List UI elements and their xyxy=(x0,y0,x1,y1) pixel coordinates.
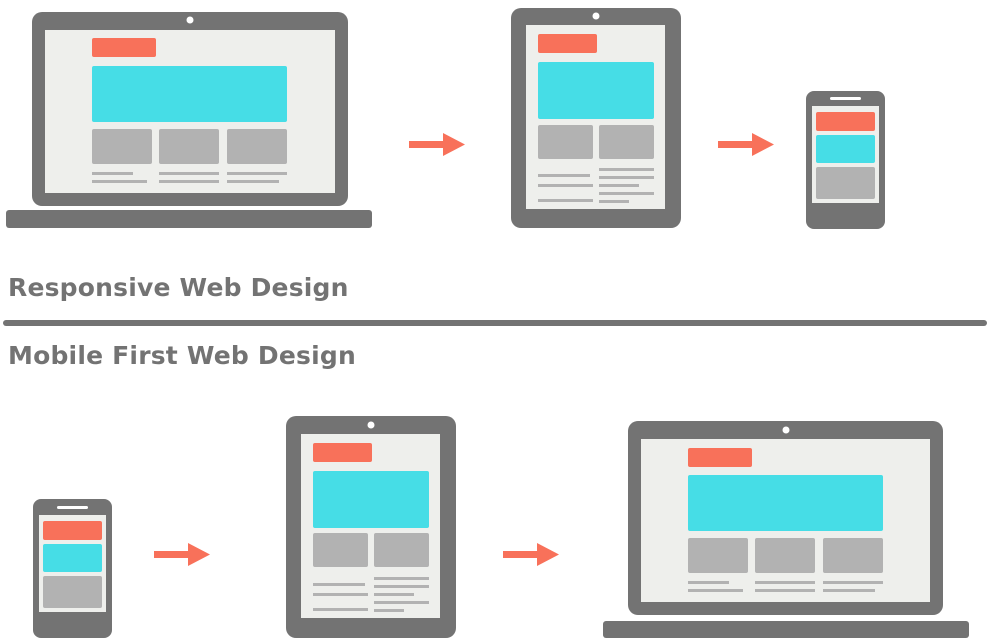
text-line xyxy=(538,199,593,202)
section-divider xyxy=(3,320,987,326)
text-line xyxy=(313,583,365,586)
content-card xyxy=(538,125,593,159)
camera-icon xyxy=(592,12,600,20)
arrow-right-icon xyxy=(409,133,465,156)
text-line xyxy=(823,589,875,592)
camera-icon xyxy=(782,426,790,434)
text-line xyxy=(374,585,429,588)
text-line xyxy=(227,180,279,183)
arrow-right-icon xyxy=(154,543,210,566)
mobile-first-tablet xyxy=(286,416,456,638)
arrow-head xyxy=(752,133,774,156)
header-block xyxy=(43,521,102,540)
text-line xyxy=(538,184,593,187)
text-line xyxy=(688,589,743,592)
text-line xyxy=(755,581,815,584)
content-card xyxy=(227,129,287,164)
content-card xyxy=(313,533,368,567)
text-line xyxy=(374,593,414,596)
arrow-head xyxy=(537,543,559,566)
text-line xyxy=(538,174,590,177)
mobile-first-heading: Mobile First Web Design xyxy=(8,341,356,370)
camera-icon xyxy=(367,421,375,429)
arrow-right-icon xyxy=(718,133,774,156)
arrow-head xyxy=(188,543,210,566)
text-line xyxy=(599,184,639,187)
content-card xyxy=(816,167,875,199)
responsive-phone xyxy=(806,91,885,229)
arrow-shaft xyxy=(718,141,756,148)
text-line xyxy=(374,577,429,580)
text-line xyxy=(823,581,883,584)
hero-block xyxy=(688,475,883,531)
content-card xyxy=(823,538,883,573)
hero-block xyxy=(538,62,654,119)
text-line xyxy=(374,601,429,604)
header-block xyxy=(92,38,156,57)
text-line xyxy=(313,608,368,611)
content-card xyxy=(599,125,654,159)
header-block xyxy=(313,443,372,462)
text-line xyxy=(599,168,654,171)
text-line xyxy=(599,192,654,195)
text-line xyxy=(159,180,219,183)
arrow-head xyxy=(443,133,465,156)
text-line xyxy=(688,581,729,584)
hero-block xyxy=(92,66,287,122)
content-card xyxy=(755,538,815,573)
text-line xyxy=(599,200,629,203)
responsive-heading: Responsive Web Design xyxy=(8,273,349,302)
content-card xyxy=(688,538,748,573)
text-line xyxy=(227,172,287,175)
hero-block xyxy=(313,471,429,528)
content-card xyxy=(374,533,429,567)
hero-block xyxy=(43,544,102,572)
camera-icon xyxy=(186,16,194,24)
hero-block xyxy=(816,135,875,163)
arrow-shaft xyxy=(409,141,447,148)
text-line xyxy=(599,176,654,179)
arrow-shaft xyxy=(503,551,541,558)
text-line xyxy=(92,172,133,175)
arrow-shaft xyxy=(154,551,192,558)
responsive-laptop xyxy=(6,12,372,228)
text-line xyxy=(374,609,404,612)
content-card xyxy=(43,576,102,608)
mobile-first-laptop xyxy=(603,421,969,638)
laptop-base xyxy=(603,621,969,638)
text-line xyxy=(92,180,147,183)
laptop-base xyxy=(6,210,372,228)
speaker-icon xyxy=(830,97,861,100)
speaker-icon xyxy=(57,506,88,509)
text-line xyxy=(313,593,368,596)
header-block xyxy=(688,448,752,467)
arrow-right-icon xyxy=(503,543,559,566)
content-card xyxy=(159,129,219,164)
responsive-tablet xyxy=(511,8,681,228)
text-line xyxy=(159,172,219,175)
header-block xyxy=(816,112,875,131)
mobile-first-phone xyxy=(33,499,112,638)
header-block xyxy=(538,34,597,53)
content-card xyxy=(92,129,152,164)
text-line xyxy=(755,589,815,592)
